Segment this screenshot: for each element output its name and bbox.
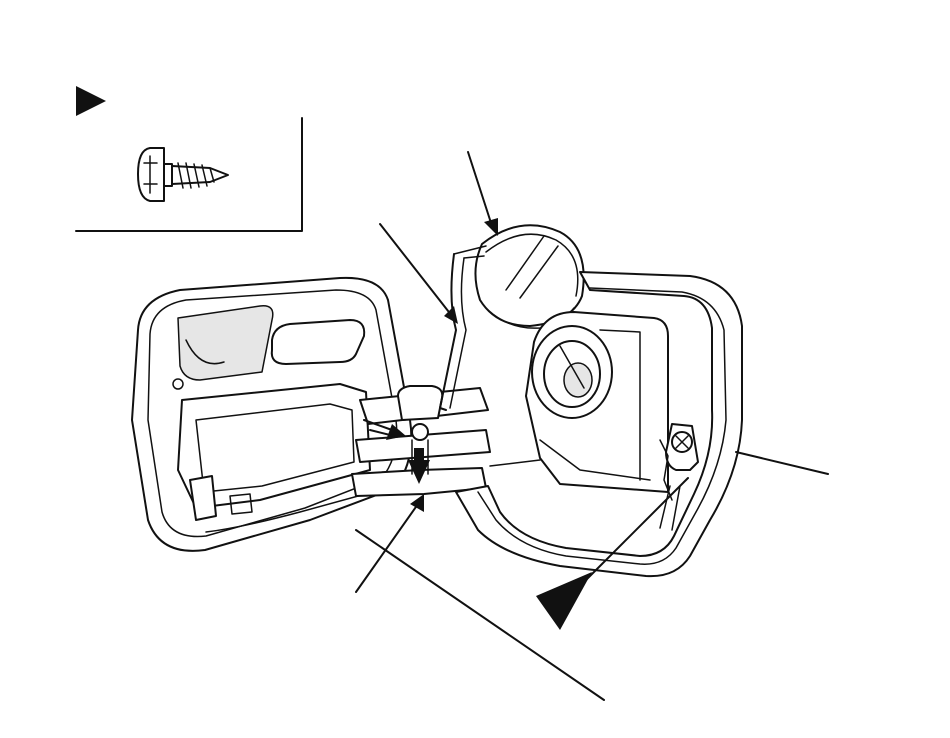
leader-housing [735, 451, 829, 475]
lid-lower-tab [189, 475, 217, 521]
leader-screw [579, 477, 689, 587]
housing-outer-rim [455, 271, 743, 578]
lid-clip-hole [172, 378, 184, 390]
leader-lid [355, 529, 605, 701]
hinge-pivot [411, 423, 429, 441]
cap-body [474, 224, 585, 327]
callout-leaders [355, 151, 829, 701]
leader-cap [467, 151, 493, 227]
fuel-fill-lid [131, 276, 413, 552]
inset-frame [75, 117, 303, 232]
screw-inset [75, 86, 303, 232]
lid-upper-pocket [177, 305, 274, 381]
hinge-bracket [397, 385, 444, 421]
lid-slot [270, 319, 366, 365]
leader-spring [355, 503, 419, 593]
filler-neck-opening [563, 362, 593, 398]
lid-reinforcement [177, 383, 371, 509]
hinge-release-arrow-shaft [363, 419, 393, 431]
leader-tether [379, 223, 453, 317]
lid-hinge [351, 385, 491, 497]
cap-tether [439, 253, 457, 411]
fuel-fill-housing [455, 271, 743, 578]
screw-location-pointer [536, 572, 592, 630]
tapping-screw [137, 147, 229, 202]
spring-down-arrow [408, 460, 430, 484]
inset-pointer-arrow [76, 86, 106, 116]
